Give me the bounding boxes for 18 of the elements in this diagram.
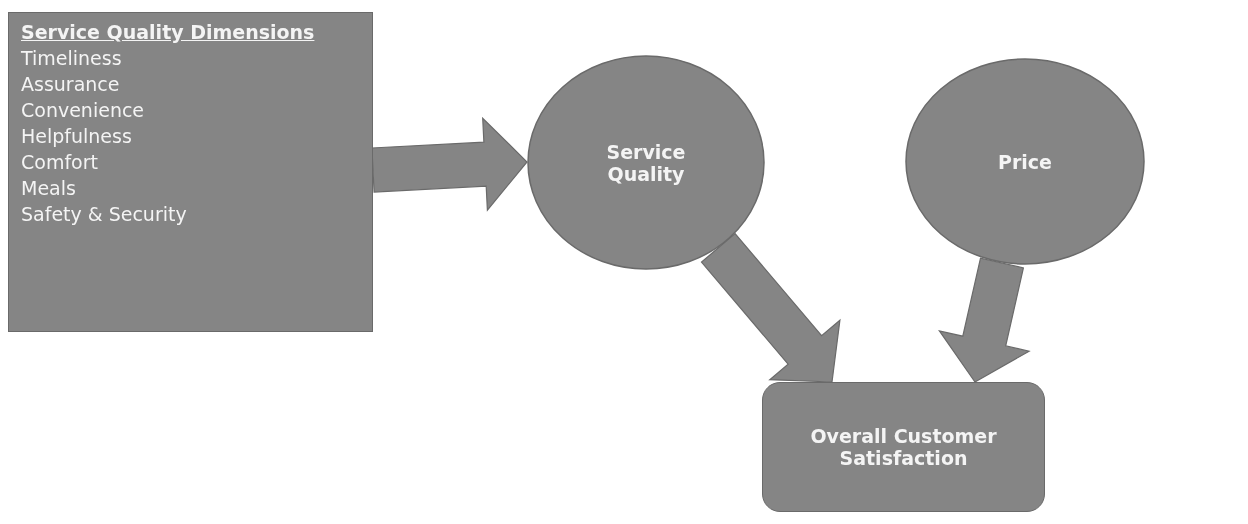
block-arrow	[938, 257, 1031, 383]
dimension-item: Convenience	[21, 98, 146, 123]
dimension-item: Helpfulness	[21, 124, 133, 149]
block-arrow	[371, 116, 528, 212]
dimension-item: Assurance	[21, 72, 121, 97]
block-arrow	[700, 232, 841, 383]
box-heading: Service Quality Dimensions	[21, 20, 316, 45]
dimension-item: Safety & Security	[21, 202, 188, 227]
node-label: Service Quality	[605, 140, 687, 185]
node-label: Price	[998, 150, 1052, 173]
dimension-item: Comfort	[21, 150, 99, 175]
ellipse-node	[527, 55, 765, 270]
dimension-item: Meals	[21, 176, 77, 201]
dimensions-box	[8, 12, 373, 332]
node-label: Overall Customer Satisfaction	[809, 425, 998, 469]
dimension-item: Timeliness	[21, 46, 123, 71]
ellipse-node	[905, 58, 1145, 265]
outcome-box	[762, 382, 1045, 512]
